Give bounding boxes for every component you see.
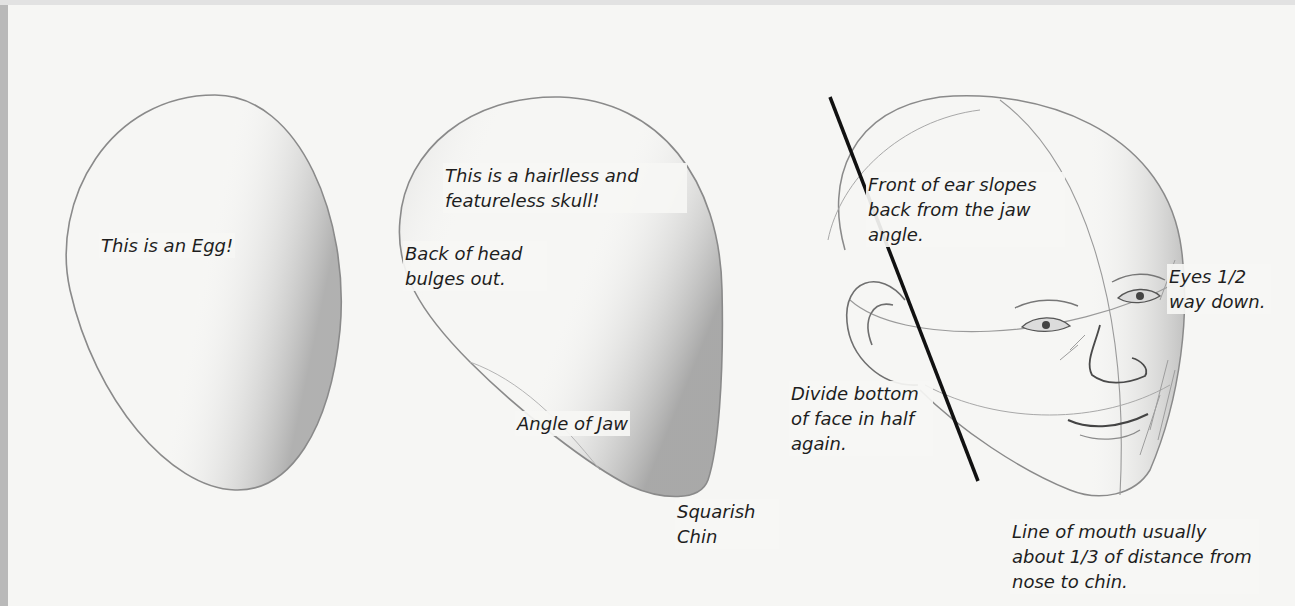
annotation: Back of head bulges out. (403, 241, 547, 291)
annotation: Divide bottom of face in half again. (789, 381, 933, 456)
annotation: This is a hairlless and featureless skul… (443, 163, 687, 213)
lip (1080, 430, 1140, 439)
mouth-guide (925, 385, 1170, 415)
hatching (1060, 260, 1175, 455)
pupil (1136, 292, 1144, 300)
scan-edge (0, 0, 8, 606)
annotation: This is an Egg! (99, 233, 235, 258)
egg-shape (66, 95, 341, 490)
annotation: Eyes 1/2 way down. (1167, 264, 1271, 314)
annotation: Squarish Chin (675, 499, 779, 549)
eye (1118, 289, 1160, 302)
pupil (1042, 321, 1050, 329)
center-guide (1000, 100, 1121, 495)
brow (1015, 274, 1165, 308)
skull-shape (399, 97, 722, 497)
annotation: Line of mouth usually about 1/3 of dista… (1010, 519, 1259, 594)
eye (1022, 318, 1070, 332)
mouth (1068, 414, 1148, 426)
annotation: Angle of Jaw (515, 411, 630, 436)
scan-edge (0, 0, 1295, 5)
annotation: Front of ear slopes back from the jaw an… (866, 172, 1065, 247)
nose (1090, 325, 1147, 383)
eye-guide (850, 280, 1182, 332)
